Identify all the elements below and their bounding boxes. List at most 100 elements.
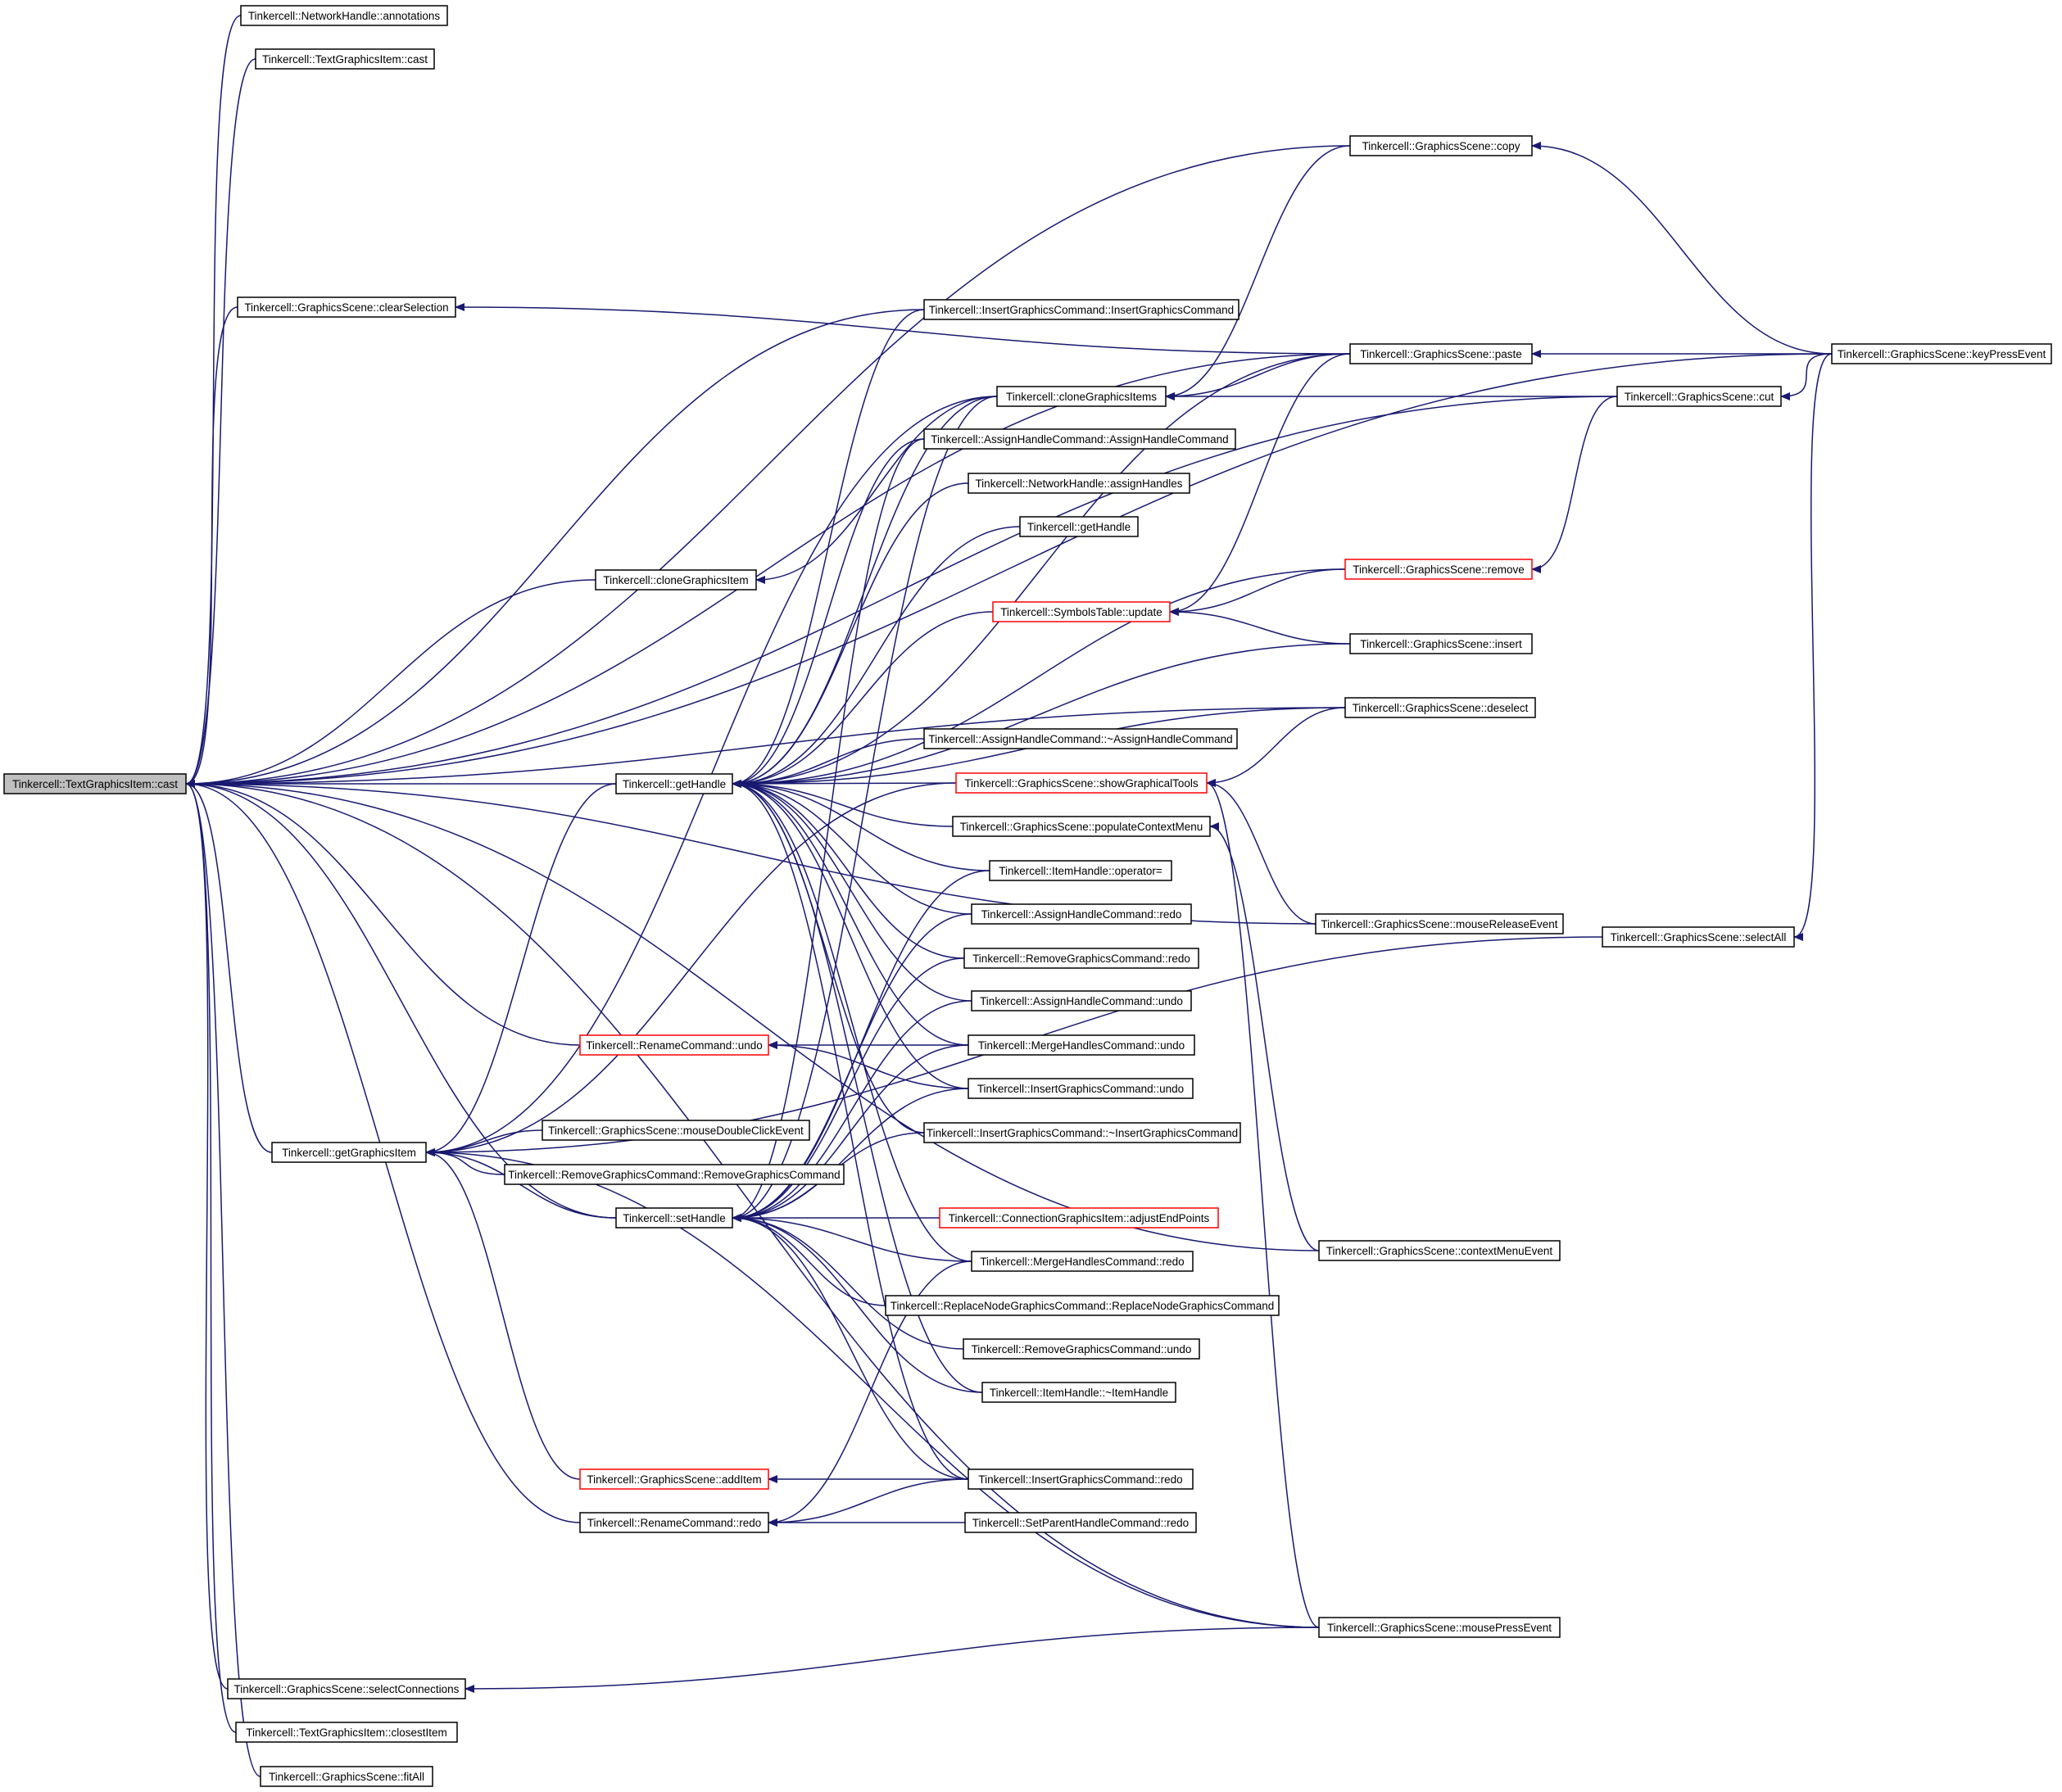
node-box[interactable] — [227, 1678, 466, 1699]
node-box[interactable] — [968, 473, 1190, 494]
node-box[interactable] — [955, 772, 1208, 794]
node-box[interactable] — [1349, 343, 1533, 364]
node-box[interactable] — [939, 1207, 1219, 1229]
node-sphc_redo[interactable]: Tinkercell::SetParentHandleCommand::redo — [964, 1512, 1197, 1533]
node-rgc_ctor[interactable]: Tinkercell::RemoveGraphicsCommand::Remov… — [504, 1164, 845, 1185]
node-box[interactable] — [579, 1034, 769, 1056]
node-box[interactable] — [1318, 1240, 1561, 1261]
node-gs_selectConnections[interactable]: Tinkercell::GraphicsScene::selectConnect… — [227, 1678, 466, 1699]
node-box[interactable] — [971, 1251, 1194, 1272]
node-igc_dtor[interactable]: Tinkercell::InsertGraphicsCommand::~Inse… — [923, 1122, 1241, 1143]
node-box[interactable] — [595, 569, 757, 591]
node-mhc_redo[interactable]: Tinkercell::MergeHandlesCommand::redo — [971, 1251, 1194, 1272]
node-rgc_undo[interactable]: Tinkercell::RemoveGraphicsCommand::undo — [963, 1338, 1200, 1360]
node-box[interactable] — [923, 1122, 1241, 1143]
node-box[interactable] — [968, 1078, 1194, 1099]
node-box[interactable] — [240, 5, 448, 26]
node-getGraphicsItem[interactable]: Tinkercell::getGraphicsItem — [271, 1142, 427, 1163]
node-gs_keyPressEvent[interactable]: Tinkercell::GraphicsScene::keyPressEvent — [1831, 343, 2052, 364]
node-gs_mouseReleaseEvent[interactable]: Tinkercell::GraphicsScene::mouseReleaseE… — [1315, 913, 1564, 934]
node-gs_deselect[interactable]: Tinkercell::GraphicsScene::deselect — [1344, 697, 1536, 718]
node-tgi_closestItem[interactable]: Tinkercell::TextGraphicsItem::closestIte… — [235, 1722, 458, 1743]
node-box[interactable] — [923, 299, 1239, 320]
node-box[interactable] — [255, 48, 435, 70]
node-box[interactable] — [1019, 516, 1139, 537]
node-tgi_cast[interactable]: Tinkercell::TextGraphicsItem::cast — [255, 48, 435, 70]
node-gs_addItem[interactable]: Tinkercell::GraphicsScene::addItem — [579, 1468, 769, 1490]
node-igc_undo[interactable]: Tinkercell::InsertGraphicsCommand::undo — [968, 1078, 1194, 1099]
node-gs_paste[interactable]: Tinkercell::GraphicsScene::paste — [1349, 343, 1533, 364]
node-box[interactable] — [1315, 913, 1564, 934]
node-box[interactable] — [923, 428, 1236, 450]
node-box[interactable] — [964, 1512, 1197, 1533]
node-gs_insert[interactable]: Tinkercell::GraphicsScene::insert — [1349, 633, 1533, 654]
node-box[interactable] — [1349, 135, 1533, 156]
node-setHandle[interactable]: Tinkercell::setHandle — [615, 1207, 733, 1229]
node-rename_redo[interactable]: Tinkercell::RenameCommand::redo — [579, 1512, 769, 1533]
node-ih_operator[interactable]: Tinkercell::ItemHandle::operator= — [989, 860, 1172, 881]
node-getHandle_main[interactable]: Tinkercell::getHandle — [615, 773, 733, 794]
node-gs_cut[interactable]: Tinkercell::GraphicsScene::cut — [1616, 386, 1782, 407]
node-gs_clearSelection[interactable]: Tinkercell::GraphicsScene::clearSelectio… — [237, 296, 456, 318]
node-gs_mousePressEvent[interactable]: Tinkercell::GraphicsScene::mousePressEve… — [1318, 1617, 1561, 1638]
node-box[interactable] — [968, 1468, 1194, 1490]
node-box[interactable] — [981, 1382, 1176, 1403]
node-igc_ctor[interactable]: Tinkercell::InsertGraphicsCommand::Inser… — [923, 299, 1239, 320]
node-box[interactable] — [1344, 697, 1536, 718]
node-box[interactable] — [971, 903, 1192, 925]
node-box[interactable] — [996, 386, 1167, 407]
node-box[interactable] — [271, 1142, 427, 1163]
node-box[interactable] — [1831, 343, 2052, 364]
node-gs_selectAll[interactable]: Tinkercell::GraphicsScene::selectAll — [1602, 926, 1795, 948]
node-box[interactable] — [989, 860, 1172, 881]
node-box[interactable] — [992, 601, 1171, 622]
node-ih_dtor[interactable]: Tinkercell::ItemHandle::~ItemHandle — [981, 1382, 1176, 1403]
node-box[interactable] — [615, 1207, 733, 1229]
node-gs_mouseDoubleClickEvent[interactable]: Tinkercell::GraphicsScene::mouseDoubleCl… — [542, 1120, 810, 1141]
node-box[interactable] — [237, 296, 456, 318]
node-gs_showGraphicalTools[interactable]: Tinkercell::GraphicsScene::showGraphical… — [955, 772, 1208, 794]
node-gs_populateContextMenu[interactable]: Tinkercell::GraphicsScene::populateConte… — [952, 816, 1211, 837]
node-rename_undo[interactable]: Tinkercell::RenameCommand::undo — [579, 1034, 769, 1056]
node-box[interactable] — [923, 728, 1238, 749]
node-cgi_adjustEndPoints[interactable]: Tinkercell::ConnectionGraphicsItem::adju… — [939, 1207, 1219, 1229]
node-gs_remove[interactable]: Tinkercell::GraphicsScene::remove — [1344, 559, 1533, 580]
node-box[interactable] — [1616, 386, 1782, 407]
node-box[interactable] — [952, 816, 1211, 837]
node-box[interactable] — [542, 1120, 810, 1141]
node-box[interactable] — [504, 1164, 845, 1185]
node-box[interactable] — [885, 1295, 1280, 1316]
node-nh_assignHandles[interactable]: Tinkercell::NetworkHandle::assignHandles — [968, 473, 1190, 494]
node-box[interactable] — [579, 1468, 769, 1490]
node-st_update[interactable]: Tinkercell::SymbolsTable::update — [992, 601, 1171, 622]
node-mhc_undo[interactable]: Tinkercell::MergeHandlesCommand::undo — [968, 1034, 1195, 1056]
node-nh_annotations[interactable]: Tinkercell::NetworkHandle::annotations — [240, 5, 448, 26]
node-getHandle_2[interactable]: Tinkercell::getHandle — [1019, 516, 1139, 537]
node-gs_contextMenuEvent[interactable]: Tinkercell::GraphicsScene::contextMenuEv… — [1318, 1240, 1561, 1261]
node-cloneGraphicsItems[interactable]: Tinkercell::cloneGraphicsItems — [996, 386, 1167, 407]
node-rngc_ctor[interactable]: Tinkercell::ReplaceNodeGraphicsCommand::… — [885, 1295, 1280, 1316]
node-gs_copy[interactable]: Tinkercell::GraphicsScene::copy — [1349, 135, 1533, 156]
node-ahc_redo[interactable]: Tinkercell::AssignHandleCommand::redo — [971, 903, 1192, 925]
node-box[interactable] — [235, 1722, 458, 1743]
node-box[interactable] — [579, 1512, 769, 1533]
node-box[interactable] — [1602, 926, 1795, 948]
node-box[interactable] — [1318, 1617, 1561, 1638]
node-box[interactable] — [1349, 633, 1533, 654]
node-cloneGraphicsItem[interactable]: Tinkercell::cloneGraphicsItem — [595, 569, 757, 591]
node-box[interactable] — [971, 990, 1192, 1011]
node-gs_fitAll[interactable]: Tinkercell::GraphicsScene::fitAll — [260, 1766, 433, 1787]
node-box[interactable] — [615, 773, 733, 794]
node-ahc_undo[interactable]: Tinkercell::AssignHandleCommand::undo — [971, 990, 1192, 1011]
node-root[interactable]: Tinkercell::TextGraphicsItem::cast — [3, 773, 187, 794]
node-rgc_redo[interactable]: Tinkercell::RemoveGraphicsCommand::redo — [963, 948, 1199, 969]
node-box[interactable] — [963, 1338, 1200, 1360]
node-igc_redo[interactable]: Tinkercell::InsertGraphicsCommand::redo — [968, 1468, 1194, 1490]
node-box[interactable] — [963, 948, 1199, 969]
node-box[interactable] — [968, 1034, 1195, 1056]
node-box[interactable] — [260, 1766, 433, 1787]
node-ahc_dtor[interactable]: Tinkercell::AssignHandleCommand::~Assign… — [923, 728, 1238, 749]
node-box[interactable] — [1344, 559, 1533, 580]
node-ahc_ctor[interactable]: Tinkercell::AssignHandleCommand::AssignH… — [923, 428, 1236, 450]
node-box[interactable] — [3, 773, 187, 794]
